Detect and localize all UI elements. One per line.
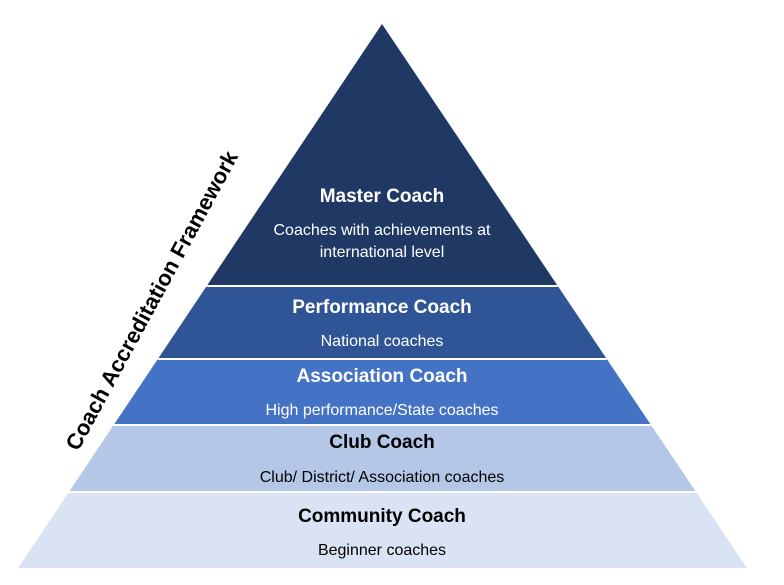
tier-description: Club/ District/ Association coaches [260, 469, 505, 486]
tier-band-2 [157, 286, 607, 359]
tier-band-1 [206, 24, 558, 286]
tier-band-4 [68, 425, 697, 492]
tier-title: Performance Coach [292, 297, 472, 318]
tier-description: High performance/State coaches [265, 402, 498, 419]
tier-title: Club Coach [329, 432, 435, 453]
tier-title: Association Coach [296, 366, 467, 387]
tier-description: National coaches [321, 333, 444, 350]
tier-description: international level [320, 244, 445, 261]
tier-title: Master Coach [320, 186, 445, 207]
tier-title: Community Coach [298, 506, 466, 527]
tier-description: Beginner coaches [318, 542, 446, 559]
tier-band-3 [113, 359, 652, 425]
tier-band-5 [18, 492, 747, 568]
tier-description: Coaches with achievements at [274, 222, 492, 239]
